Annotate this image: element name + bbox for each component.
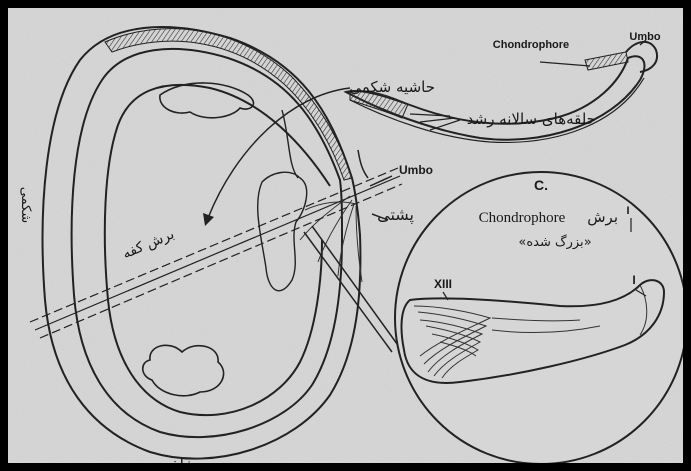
label-umbo-top: Umbo — [629, 31, 660, 43]
inset-subtitle: «بزرگ شده» — [518, 233, 591, 250]
label-umbo-mid: Umbo — [399, 163, 433, 177]
ring-label-i: I — [632, 273, 635, 287]
inset-title-en: Chondrophore — [479, 210, 566, 226]
inset-roman-top: I — [626, 205, 629, 217]
label-growth-rings: حلقه‌های سالانه رشد — [467, 110, 596, 128]
label-dorsal: پشتی — [377, 205, 414, 225]
label-ventral-side: شکمی — [18, 187, 33, 223]
ring-label-xiii: XIII — [434, 277, 452, 291]
label-ventral-margin: حاشیه شکمی — [349, 78, 435, 96]
inset-letter: C. — [534, 177, 548, 193]
inset-title-fa: برش — [587, 208, 618, 226]
label-chondrophore-top: Chondrophore — [493, 39, 569, 51]
